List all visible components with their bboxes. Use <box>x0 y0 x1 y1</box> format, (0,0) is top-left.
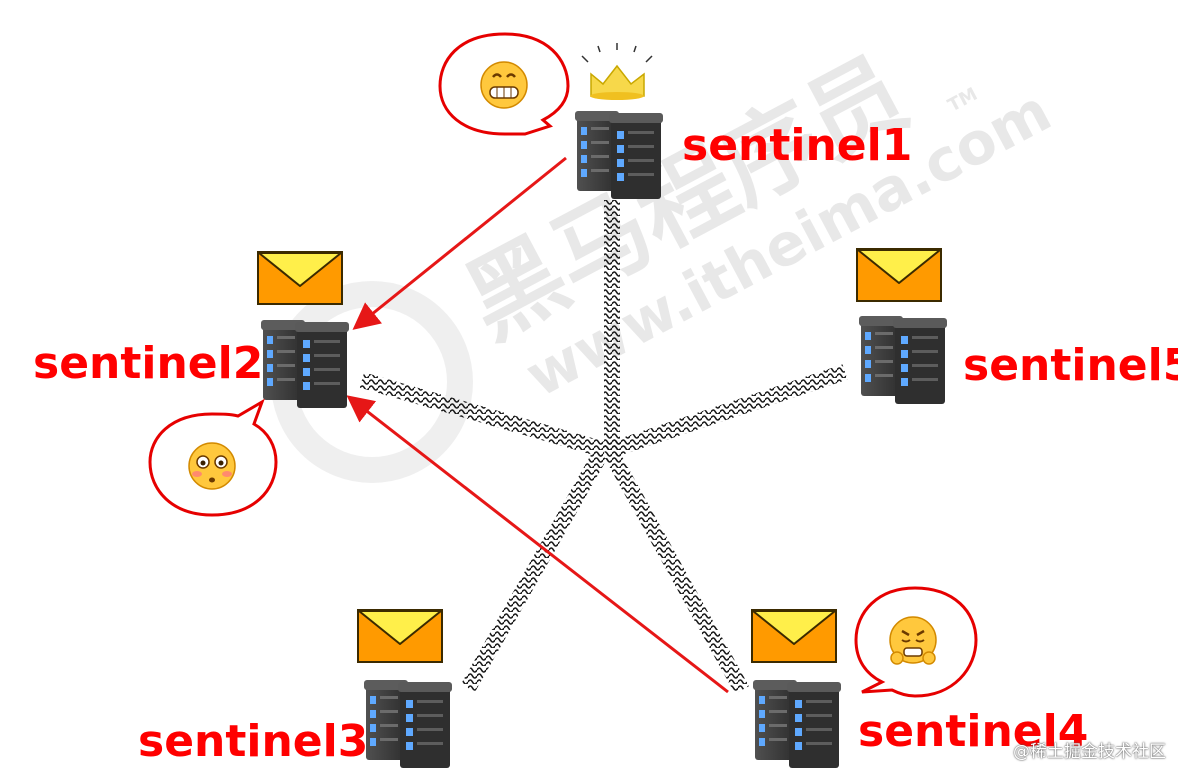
node-sentinel2: sentinel2 <box>33 251 349 517</box>
envelope-icon <box>357 609 443 663</box>
node-sentinel1: sentinel1 <box>438 32 912 199</box>
flushed-emoji-icon <box>188 442 236 490</box>
server-icon <box>575 111 663 199</box>
footer-watermark: @稀土掘金技术社区 <box>1013 742 1166 762</box>
speech-bubble-sentinel1 <box>438 32 570 136</box>
arrow-sentinel4-to-sentinel2 <box>346 395 729 694</box>
watermark: 黑马程序员 TM www.itheima.com <box>271 36 1062 483</box>
arrows-layer <box>346 156 729 694</box>
links-layer <box>359 200 848 694</box>
envelope-icon <box>751 609 837 663</box>
node-label: sentinel1 <box>682 120 912 171</box>
speech-bubble-sentinel4 <box>854 586 978 698</box>
node-sentinel3: sentinel3 <box>138 609 452 768</box>
node-label: sentinel3 <box>138 716 368 767</box>
server-icon <box>261 320 349 408</box>
envelope-icon <box>856 248 942 302</box>
link-sentinel4 <box>604 451 750 694</box>
envelope-icon <box>257 251 343 305</box>
server-icon <box>364 680 452 768</box>
server-icon <box>753 680 841 768</box>
arrow-sentinel1-to-sentinel2 <box>352 156 567 330</box>
distressed-emoji-icon <box>889 616 937 665</box>
node-sentinel5: sentinel5 <box>856 248 1178 404</box>
speech-bubble-sentinel2 <box>148 398 278 517</box>
node-label: sentinel4 <box>858 706 1088 757</box>
crown-icon <box>581 43 653 100</box>
node-sentinel4: sentinel4 <box>751 586 1088 768</box>
node-label: sentinel2 <box>33 338 263 389</box>
server-icon <box>859 316 947 404</box>
link-sentinel5 <box>602 364 848 460</box>
grin-emoji-icon <box>480 61 528 109</box>
link-sentinel2 <box>359 372 608 458</box>
node-label: sentinel5 <box>963 340 1178 391</box>
link-sentinel3 <box>461 451 607 692</box>
